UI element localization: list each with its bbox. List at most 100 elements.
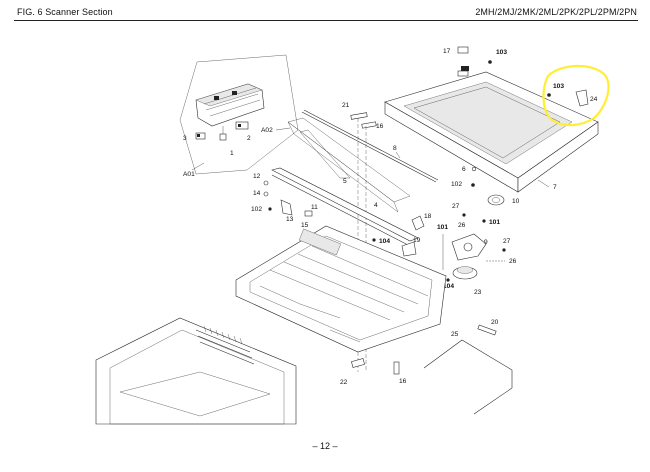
- frame-outer: [235, 225, 447, 353]
- model-codes: 2MH/2MJ/2MK/2ML/2PK/2PL/2PM/2PN: [475, 7, 637, 17]
- part-19-shape: [401, 241, 417, 257]
- ffc-cable-group: [275, 117, 411, 213]
- label-21: 21: [342, 102, 350, 109]
- printer-body: [95, 317, 297, 425]
- label-14: 14: [253, 190, 261, 197]
- leader-a01: [191, 162, 205, 171]
- ffc-cable-side: [287, 121, 399, 213]
- glass-bar-edge: [271, 174, 411, 247]
- part-20-shape: [477, 324, 497, 336]
- label-6: 6: [462, 166, 466, 173]
- part-24-shape: [575, 89, 589, 107]
- label-22: 22: [340, 379, 348, 386]
- part-1-shape: [219, 133, 227, 141]
- body-inner: [109, 329, 285, 425]
- frame-detail: [259, 285, 361, 343]
- screw-6: [471, 166, 477, 172]
- carriage-top: [195, 83, 263, 107]
- a01-outline: [179, 54, 299, 175]
- part-25-wire: [423, 339, 513, 415]
- cover-glass-inner: [413, 86, 561, 159]
- gear-10-hub: [491, 197, 501, 203]
- scanner-unit-group: [179, 54, 299, 175]
- gear-10: [487, 194, 505, 206]
- carriage-ribs: [203, 87, 261, 117]
- part-15-shape: [304, 210, 313, 217]
- label-a02: A02: [261, 127, 273, 134]
- body-outline: [95, 317, 297, 425]
- frame-ribs: [269, 245, 429, 321]
- screw-27-top: [462, 213, 466, 217]
- frame-inner: [249, 235, 433, 341]
- part-16-bottom-shape: [393, 361, 400, 375]
- frame-rear-rail: [298, 228, 342, 256]
- screw-27-right: [502, 248, 506, 252]
- label-101-left: 101: [437, 224, 448, 231]
- label-24: 24: [590, 96, 598, 103]
- label-8: 8: [393, 145, 397, 152]
- label-25: 25: [451, 331, 459, 338]
- body-tray: [119, 371, 271, 417]
- label-9: 9: [484, 239, 488, 246]
- label-11: 11: [311, 204, 318, 211]
- motor-23-top: [456, 266, 474, 274]
- carriage-clip-b: [232, 91, 237, 95]
- screw-104-mid: [372, 238, 376, 242]
- label-102-left: 102: [251, 206, 262, 213]
- body-vents: [195, 329, 255, 365]
- cover-hinge: [461, 66, 469, 71]
- guide-shaft: [301, 111, 437, 183]
- screw-101-right: [482, 219, 486, 223]
- part-2-mark: [238, 124, 241, 127]
- scanner-base-frame: [235, 225, 447, 353]
- label-16-bottom: 16: [399, 378, 407, 385]
- label-23: 23: [474, 289, 482, 296]
- label-7: 7: [553, 184, 557, 191]
- label-104-mid: 104: [379, 238, 390, 245]
- leader-8: [395, 151, 401, 159]
- part-2-shape: [235, 121, 249, 130]
- cover-side-face: [517, 121, 599, 193]
- label-103-top: 103: [496, 49, 507, 56]
- body-grille: [203, 325, 243, 345]
- label-a01: A01: [183, 171, 195, 178]
- part-22-shape: [351, 358, 365, 368]
- leader-7: [537, 179, 550, 188]
- label-4: 4: [374, 202, 378, 209]
- part-3-shape: [195, 132, 206, 140]
- screw-103-top: [488, 60, 492, 64]
- label-3: 3: [183, 135, 187, 142]
- label-13: 13: [286, 216, 294, 223]
- glass-bar: [271, 167, 419, 242]
- screw-12: [263, 180, 269, 186]
- label-12: 12: [253, 173, 261, 180]
- figure-title: FIG. 6 Scanner Section: [17, 7, 113, 17]
- cover-glass: [403, 81, 573, 165]
- part-13-shape: [280, 199, 293, 216]
- label-27-right: 27: [503, 238, 511, 245]
- ffc-fold: [299, 129, 351, 179]
- part-16-shape: [361, 121, 377, 129]
- screw-102-right: [471, 183, 475, 187]
- scanner-cover-group: [384, 60, 599, 193]
- label-101-right: 101: [489, 219, 500, 226]
- leader-a02: [275, 127, 291, 131]
- label-19: 19: [413, 237, 421, 244]
- page-number: – 12 –: [312, 441, 338, 451]
- cover-hinge-base: [457, 70, 469, 77]
- motor-bracket-boss: [463, 242, 473, 252]
- label-16-top: 16: [376, 123, 384, 130]
- part-3-mark: [197, 134, 200, 137]
- screw-14: [263, 191, 269, 197]
- screw-102-left: [268, 207, 272, 211]
- label-103-right: 103: [553, 83, 564, 90]
- label-1: 1: [230, 150, 234, 157]
- header-rule: [14, 20, 638, 21]
- highlight-circle: [542, 64, 610, 127]
- screw-103-right: [547, 93, 551, 97]
- guide-shaft-edge: [303, 109, 439, 181]
- label-26-top: 26: [458, 222, 466, 229]
- label-5: 5: [343, 178, 347, 185]
- screw-104-right: [446, 278, 450, 282]
